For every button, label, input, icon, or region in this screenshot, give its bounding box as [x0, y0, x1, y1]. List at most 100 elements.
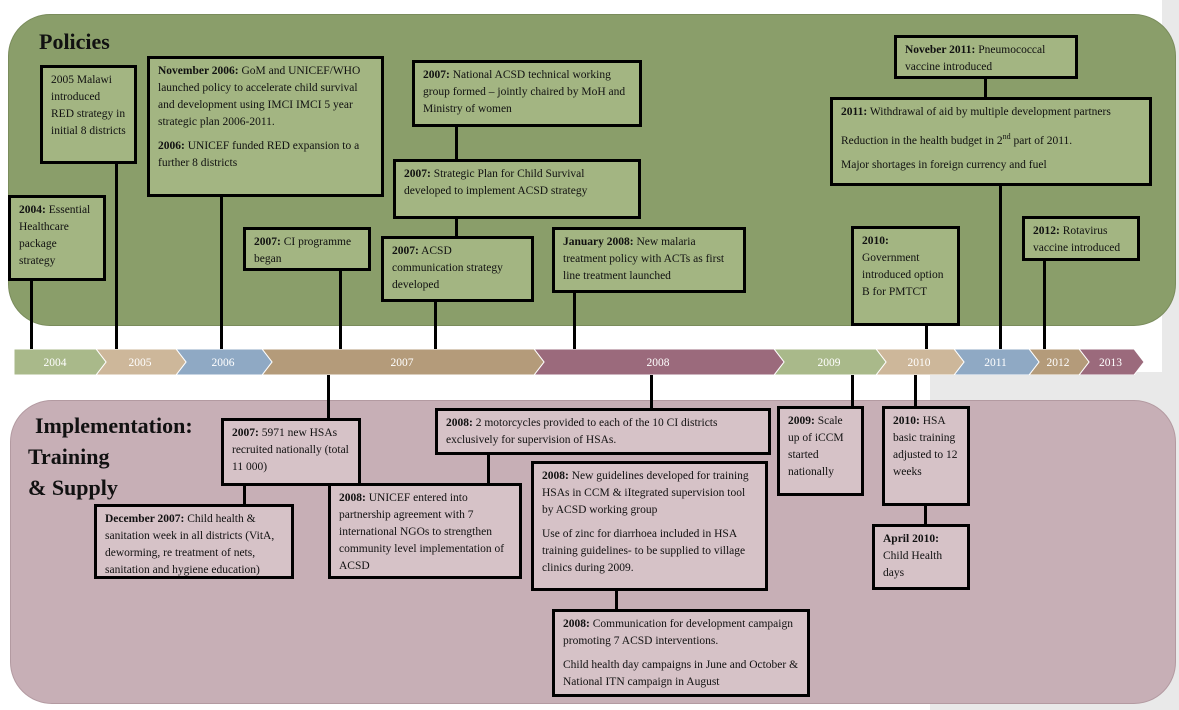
event-text: Child health & sanitation week in all di…	[105, 513, 275, 576]
event-text: GoM and UNICEF/WHO launched policy to ac…	[158, 65, 361, 128]
timeline-label-2010: 2010	[908, 357, 931, 369]
event-text: New malaria treatment policy with ACTs a…	[563, 236, 725, 282]
timeline-label-2012: 2012	[1047, 357, 1070, 369]
event-year: April 2010:	[883, 533, 939, 545]
connector	[650, 373, 653, 408]
timeline-bar: 2004 2005 2006 2007 2008 2009 2010 2011 2012 2013	[14, 349, 1144, 375]
connector	[487, 453, 490, 485]
implementation-title: Implementation: Training & Supply	[28, 410, 193, 503]
event-year: 2007:	[404, 168, 431, 180]
timeline-label-2005: 2005	[129, 357, 152, 369]
event-year: 2004:	[19, 204, 46, 216]
event-text: Strategic Plan for Child Survival develo…	[404, 168, 588, 197]
event-text: Rotavirus vaccine introduced	[1033, 225, 1121, 254]
policy-2008-malaria-treatment: January 2008: New malaria treatment poli…	[552, 227, 746, 293]
event-text: Government introduced option B for PMTCT	[862, 252, 944, 298]
event-text: UNICEF funded RED expansion to a further…	[158, 140, 360, 169]
event-year: 2010:	[893, 415, 920, 427]
connector	[924, 504, 927, 526]
connector	[851, 373, 854, 408]
timeline-label-2006: 2006	[212, 357, 235, 369]
event-text: 5971 new HSAs recruited nationally (tota…	[232, 427, 349, 473]
event-year: 2007:	[392, 245, 419, 257]
event-year: 2008:	[542, 470, 569, 482]
event-year: 2012:	[1033, 225, 1060, 237]
event-year: 2007:	[232, 427, 259, 439]
policy-2004-essential-healthcare: 2004: Essential Healthcare package strat…	[8, 195, 106, 281]
policy-2012-rotavirus-vaccine: 2012: Rotavirus vaccine introduced	[1022, 216, 1140, 261]
impl-2008-motorcycles: 2008: 2 motorcycles provided to each of …	[435, 408, 771, 455]
event-text: 2 motorcycles provided to each of the 10…	[446, 417, 718, 446]
connector	[925, 323, 928, 350]
impl-2008-guidelines: 2008: New guidelines developed for train…	[531, 461, 768, 591]
event-text: Major shortages in foreign currency and …	[841, 158, 1047, 171]
event-text: Essential Healthcare package strategy	[19, 204, 91, 267]
event-year: 2008:	[563, 618, 590, 630]
event-year: 2007:	[423, 69, 450, 81]
event-year: November 2006:	[158, 65, 239, 77]
connector	[115, 162, 118, 350]
event-text: Pneumococcal vaccine introduced	[905, 44, 1046, 73]
connector	[220, 195, 223, 350]
policy-2007-technical-working-group: 2007: National ACSD technical working gr…	[412, 60, 642, 127]
connector	[999, 184, 1002, 350]
impl-2008-communication-campaign: 2008: Communication for development camp…	[552, 609, 810, 697]
connector	[984, 76, 987, 98]
impl-2010-hsa-training: 2010: HSA basic training adjusted to 12 …	[882, 406, 970, 506]
impl-2007-child-health-week: December 2007: Child health & sanitation…	[94, 504, 294, 579]
timeline-label-2004: 2004	[44, 357, 67, 369]
event-year: 2008:	[339, 492, 366, 504]
timeline-segment-2004	[14, 349, 107, 375]
event-text: Communication for development campaign p…	[563, 618, 793, 647]
event-year: 2011:	[841, 106, 868, 118]
event-year: December 2007:	[105, 513, 185, 525]
event-text: Use of zinc for diarrhoea included in HS…	[542, 528, 746, 574]
connector	[339, 268, 342, 350]
event-text: Scale up of iCCM started nationally	[788, 415, 844, 478]
connector	[914, 373, 917, 408]
implementation-title-line3: & Supply	[28, 475, 118, 500]
event-text: 2005 Malawi introduced RED strategy in i…	[51, 74, 126, 137]
event-text: UNICEF entered into partnership agreemen…	[339, 492, 505, 572]
connector	[1043, 258, 1046, 350]
event-year: 2008:	[446, 417, 473, 429]
policy-2011-pneumococcal-vaccine: Noveber 2011: Pneumococcal vaccine intro…	[894, 35, 1078, 79]
implementation-title-line1: Implementation:	[35, 413, 193, 438]
connector	[243, 484, 246, 506]
event-year: 2006:	[158, 140, 185, 152]
event-text: Reduction in the health budget in 2	[841, 134, 1003, 147]
policies-title: Policies	[39, 29, 110, 54]
connector	[327, 373, 330, 418]
connector	[434, 300, 437, 350]
policy-2006-imci: November 2006: GoM and UNICEF/WHO launch…	[147, 56, 384, 197]
connector	[455, 125, 458, 161]
event-year: 2010:	[862, 235, 889, 247]
policy-2007-ci-programme: 2007: CI programme began	[243, 227, 371, 271]
policy-2007-communication-strategy: 2007: ACSD communication strategy develo…	[381, 236, 534, 302]
event-year: Noveber 2011:	[905, 44, 976, 56]
connector	[455, 216, 458, 238]
event-text: part of 2011.	[1010, 134, 1073, 147]
event-text: HSA basic training adjusted to 12 weeks	[893, 415, 958, 478]
connector	[573, 290, 576, 350]
policy-2010-pmtct: 2010: Government introduced option B for…	[851, 226, 960, 326]
timeline-label-2009: 2009	[818, 357, 841, 369]
event-text: New guidelines developed for training HS…	[542, 470, 749, 516]
impl-2010-child-health-days: April 2010: Child Health days	[872, 524, 970, 590]
timeline-label-2007: 2007	[391, 357, 414, 369]
policy-2005-red-strategy: 2005 Malawi introduced RED strategy in i…	[40, 65, 137, 164]
timeline-label-2013: 2013	[1099, 357, 1122, 369]
event-text: ACSD communication strategy developed	[392, 245, 503, 291]
timeline-label-2008: 2008	[647, 357, 670, 369]
event-text: Child health day campaigns in June and O…	[563, 659, 799, 688]
event-text: National ACSD technical working group fo…	[423, 69, 626, 115]
impl-2008-unicef-partnership: 2008: UNICEF entered into partnership ag…	[328, 483, 522, 579]
connector	[615, 589, 618, 611]
impl-2009-iccm-scale-up: 2009: Scale up of iCCM started nationall…	[777, 406, 864, 496]
event-text: Child Health days	[883, 550, 943, 579]
timeline-label-2011: 2011	[984, 357, 1007, 369]
event-year: 2009:	[788, 415, 815, 427]
event-text-superscript: nd	[1002, 132, 1011, 141]
connector	[30, 278, 33, 350]
impl-2007-hsa-recruitment: 2007: 5971 new HSAs recruited nationally…	[221, 418, 361, 486]
